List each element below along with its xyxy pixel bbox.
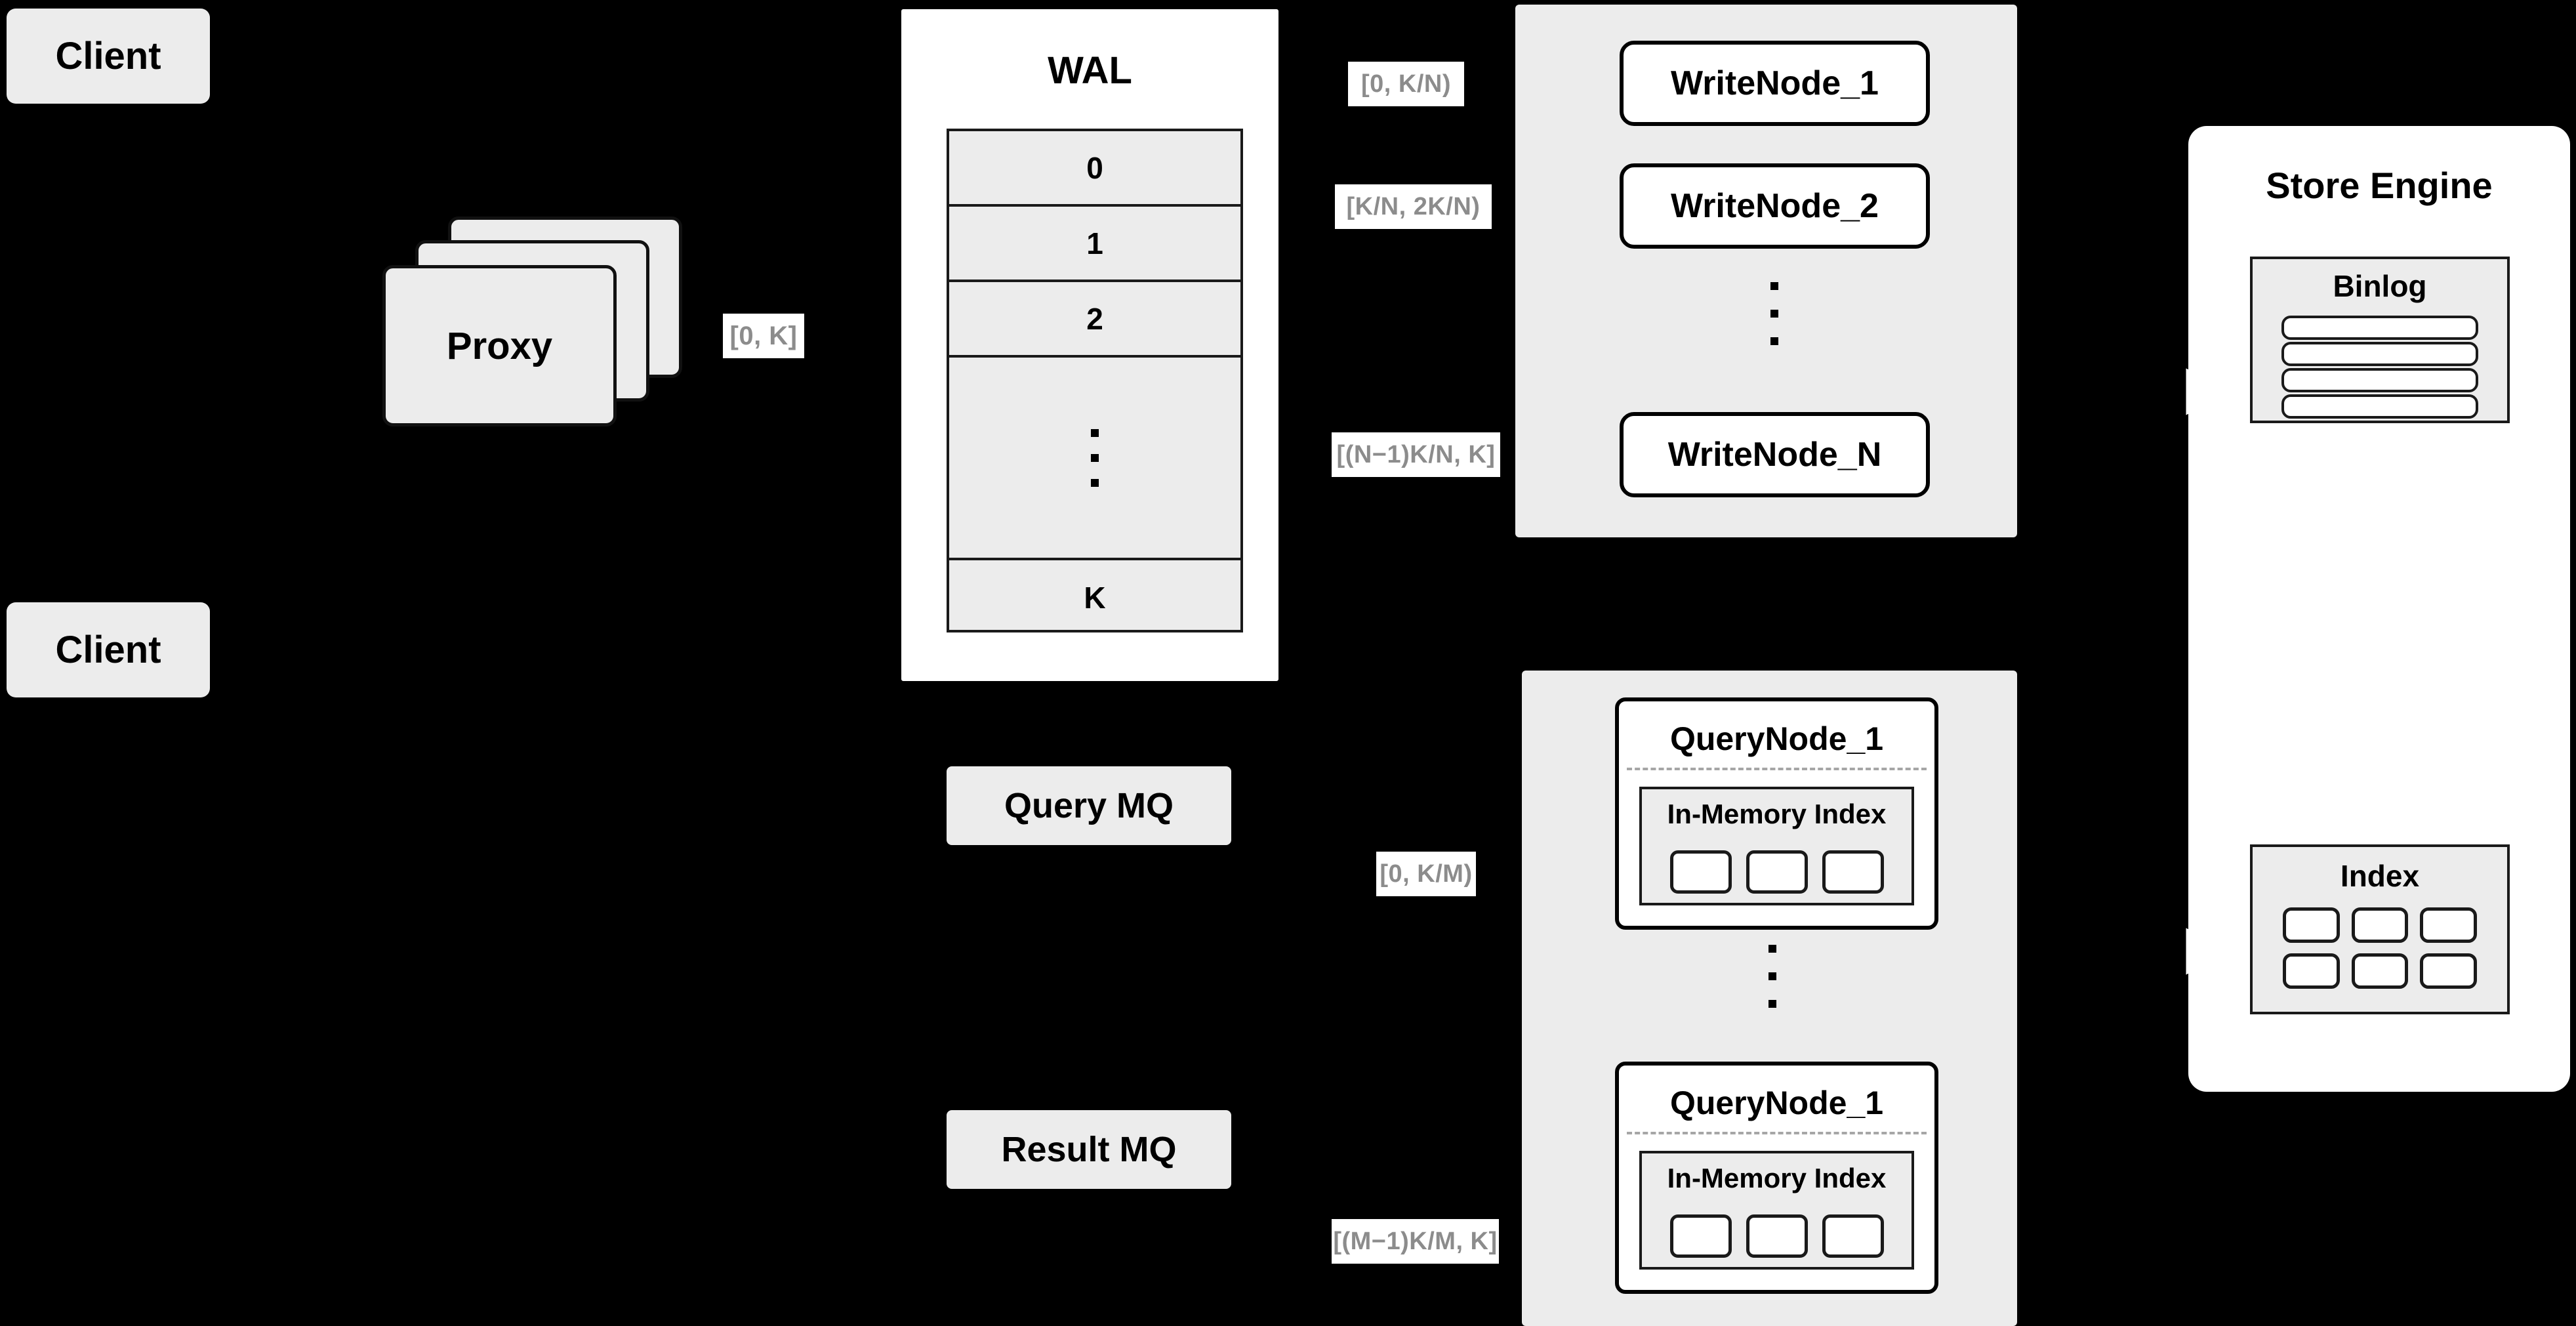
wal-row-label: 0 — [1086, 150, 1103, 185]
index-grid — [2283, 907, 2477, 989]
index-panel: Index — [2250, 844, 2510, 1014]
index-cell[interactable] — [1822, 850, 1884, 894]
vertical-ellipsis-icon — [1091, 428, 1099, 487]
write-node-2[interactable]: WriteNode_2 — [1620, 163, 1930, 249]
client-box-1[interactable]: Client — [7, 9, 210, 104]
edge-label-writenode-1-text: [0, K/N) — [1361, 70, 1451, 98]
client-label-1: Client — [55, 35, 161, 77]
binlog-row[interactable] — [2281, 368, 2478, 392]
in-memory-index-2-cells — [1667, 1214, 1887, 1258]
wal-row-label: 2 — [1086, 301, 1103, 336]
client-box-2[interactable]: Client — [7, 602, 210, 697]
write-node-1[interactable]: WriteNode_1 — [1620, 41, 1930, 126]
edge-label-writenode-n-text: [(N−1)K/N, K] — [1336, 440, 1496, 468]
binlog-title: Binlog — [2333, 269, 2427, 303]
query-node-1-divider — [1627, 768, 1927, 770]
wal-row-label: K — [1084, 580, 1106, 615]
edge-label-querynode-1: [0, K/M) — [1376, 852, 1476, 896]
index-cell[interactable] — [1746, 1214, 1808, 1258]
edge-label-querynode-m-text: [(M−1)K/M, K] — [1333, 1227, 1498, 1255]
wal-row-label: 1 — [1086, 226, 1103, 260]
proxy-label: Proxy — [446, 324, 553, 367]
binlog-rows — [2281, 316, 2478, 419]
index-cell[interactable] — [2420, 953, 2477, 989]
index-cell[interactable] — [2351, 907, 2409, 943]
index-cell[interactable] — [1746, 850, 1808, 894]
wal-container: WAL 0 1 2 K — [897, 5, 1283, 686]
index-cell[interactable] — [1822, 1214, 1884, 1258]
query-node-1[interactable]: QueryNode_1 In-Memory Index — [1615, 697, 1938, 930]
write-node-n-label: WriteNode_N — [1667, 436, 1882, 474]
edge-label-writenode-n: [(N−1)K/N, K] — [1332, 432, 1500, 477]
edge-label-proxy-to-wal: [0, K] — [723, 314, 804, 358]
edge-label-writenode-2: [K/N, 2K/N) — [1335, 184, 1492, 229]
store-engine-title: Store Engine — [2266, 165, 2493, 206]
index-title: Index — [2340, 859, 2420, 893]
write-node-n[interactable]: WriteNode_N — [1620, 412, 1930, 497]
query-node-2-divider — [1627, 1132, 1927, 1134]
wal-row[interactable]: 2 — [949, 282, 1240, 358]
wal-row[interactable]: 1 — [949, 207, 1240, 282]
query-mq-label: Query MQ — [1004, 786, 1174, 825]
wal-table: 0 1 2 K — [947, 129, 1243, 632]
index-cell[interactable] — [2283, 953, 2340, 989]
result-mq-label: Result MQ — [1001, 1130, 1177, 1169]
index-cell[interactable] — [2351, 953, 2409, 989]
edge-label-proxy-to-wal-text: [0, K] — [729, 321, 798, 350]
edge-label-querynode-1-text: [0, K/M) — [1380, 860, 1473, 888]
in-memory-index-1-title: In-Memory Index — [1667, 798, 1887, 829]
in-memory-index-1-cells — [1667, 850, 1887, 894]
query-mq-box[interactable]: Query MQ — [947, 766, 1231, 845]
wal-row[interactable]: 0 — [949, 131, 1240, 207]
write-node-1-label: WriteNode_1 — [1671, 64, 1879, 102]
wal-title: WAL — [1048, 49, 1132, 92]
in-memory-index-2-title: In-Memory Index — [1667, 1163, 1887, 1193]
in-memory-index-2: In-Memory Index — [1639, 1151, 1914, 1270]
wal-row[interactable]: K — [949, 560, 1240, 634]
query-cluster-ellipsis-icon — [1766, 945, 1779, 1008]
write-node-2-label: WriteNode_2 — [1671, 187, 1879, 225]
proxy-box[interactable]: Proxy — [382, 265, 617, 426]
index-cell[interactable] — [2283, 907, 2340, 943]
result-mq-box[interactable]: Result MQ — [947, 1110, 1231, 1189]
edge-label-writenode-2-text: [K/N, 2K/N) — [1346, 192, 1481, 220]
in-memory-index-1: In-Memory Index — [1639, 787, 1914, 905]
write-cluster-ellipsis-icon — [1768, 282, 1781, 345]
binlog-row[interactable] — [2281, 342, 2478, 366]
binlog-panel: Binlog — [2250, 257, 2510, 423]
query-node-2-title: QueryNode_1 — [1669, 1085, 1884, 1121]
edge-label-writenode-1: [0, K/N) — [1348, 62, 1464, 106]
client-label-2: Client — [55, 629, 161, 671]
edge-label-querynode-m: [(M−1)K/M, K] — [1332, 1219, 1499, 1264]
index-cell[interactable] — [1669, 850, 1732, 894]
store-engine-container: Store Engine Binlog Index — [2188, 126, 2570, 1092]
index-cell[interactable] — [2420, 907, 2477, 943]
binlog-row[interactable] — [2281, 394, 2478, 419]
index-cell[interactable] — [1669, 1214, 1732, 1258]
query-node-1-title: QueryNode_1 — [1669, 720, 1884, 757]
binlog-row[interactable] — [2281, 316, 2478, 340]
wal-row-ellipsis — [949, 358, 1240, 560]
query-node-2[interactable]: QueryNode_1 In-Memory Index — [1615, 1062, 1938, 1294]
